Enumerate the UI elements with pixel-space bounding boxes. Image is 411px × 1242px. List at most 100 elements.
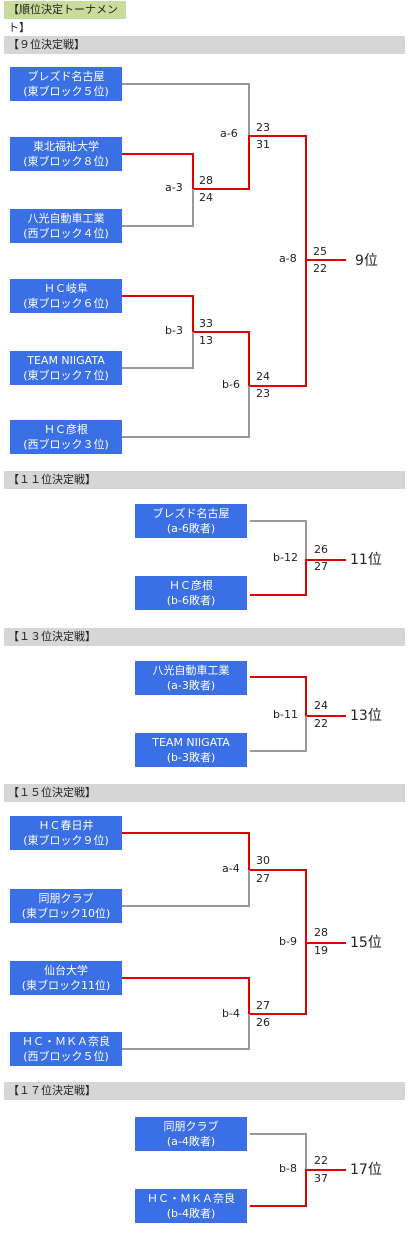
match-score: 22 [314, 1154, 328, 1167]
bracket-line [122, 189, 194, 227]
match-score: 27 [256, 872, 270, 885]
match-score: 28 [199, 174, 213, 187]
page-title: 【順位決定トーナメント】 [4, 1, 126, 34]
team-name: TEAM NIIGATA [152, 736, 230, 749]
section-title-9th: 【９位決定戦】 [4, 36, 405, 54]
match-id: a-8 [279, 252, 297, 265]
match-score: 24 [314, 699, 328, 712]
result-label: 11位 [350, 552, 382, 568]
match-score: 27 [314, 560, 328, 573]
result-label: 13位 [350, 708, 382, 724]
team-seed: (b-3敗者) [166, 751, 216, 764]
team-box: ＨＣ彦根 (b-6敗者) [135, 576, 247, 610]
team-box: 八光自動車工業 (a-3敗者) [135, 661, 247, 695]
team-box: TEAM NIIGATA (東ブロック７位) [10, 351, 122, 385]
match-score: 31 [256, 138, 270, 151]
section-title-11th: 【１１位決定戦】 [4, 471, 405, 489]
match-score: 23 [256, 387, 270, 400]
match-id: b-11 [273, 708, 298, 721]
team-name: ＨＣ岐阜 [44, 282, 88, 295]
team-seed: (東ブロック11位) [21, 979, 111, 992]
team-seed: (西ブロック４位) [23, 227, 109, 240]
match-id: b-6 [222, 378, 240, 391]
team-seed: (a-4敗者) [166, 1135, 216, 1148]
bracket-line [122, 870, 250, 907]
bracket-line [122, 1014, 250, 1050]
match-score: 37 [314, 1172, 328, 1185]
match-score: 27 [256, 999, 270, 1012]
team-box: TEAM NIIGATA (b-3敗者) [135, 733, 247, 767]
team-box: 同朋クラブ(東ブロック10位) [10, 889, 122, 923]
team-name: TEAM NIIGATA [27, 354, 105, 367]
team-seed: (b-4敗者) [166, 1207, 216, 1220]
team-seed: (a-6敗者) [166, 522, 216, 535]
team-seed: (東ブロック６位) [23, 297, 109, 310]
result-label: 9位 [355, 253, 378, 269]
bracket-line [250, 716, 307, 752]
match-id: a-6 [220, 127, 238, 140]
team-name: 八光自動車工業 [152, 664, 230, 677]
bracket-line [250, 1133, 307, 1170]
team-box: ブレズド名古屋 (a-6敗者) [135, 504, 247, 538]
bracket-line [122, 260, 307, 387]
team-seed: (a-3敗者) [166, 679, 216, 692]
team-seed: (東ブロック７位) [23, 369, 109, 382]
team-name: 東北福祉大学 [33, 140, 99, 153]
section-title-15th: 【１５位決定戦】 [4, 784, 405, 802]
match-score: 24 [199, 191, 213, 204]
match-score: 26 [256, 1016, 270, 1029]
bracket-line [250, 676, 346, 717]
bracket-line [250, 559, 346, 596]
team-box: ＨＣ岐阜 (東ブロック６位) [10, 279, 122, 313]
match-score: 22 [313, 262, 327, 275]
section-title-13th: 【１３位決定戦】 [4, 628, 405, 646]
team-name: 八光自動車工業 [27, 212, 105, 225]
result-label: 17位 [350, 1162, 382, 1178]
match-id: b-4 [222, 1007, 240, 1020]
team-seed: (西ブロック３位) [23, 438, 109, 451]
team-seed: (東ブロック５位) [23, 85, 109, 98]
team-name: 仙台大学 [44, 964, 88, 977]
match-id: a-3 [165, 181, 183, 194]
match-score: 26 [314, 543, 328, 556]
bracket-line [122, 386, 250, 438]
team-name: ＨＣ彦根 [44, 423, 88, 436]
match-score: 33 [199, 317, 213, 330]
match-score: 19 [314, 944, 328, 957]
bracket-line [122, 83, 250, 136]
team-seed: (東ブロック８位) [23, 155, 109, 168]
team-name: 同朋クラブ [38, 892, 94, 905]
team-name: ＨＣ彦根 [169, 579, 213, 592]
team-name: ＨＣ・ＭＫＡ奈良 [22, 1035, 110, 1048]
team-box: 八光自動車工業 (西ブロック４位) [10, 209, 122, 243]
match-score: 22 [314, 717, 328, 730]
bracket-line [122, 943, 307, 1015]
match-id: a-4 [222, 862, 240, 875]
bracket-line [122, 832, 346, 944]
team-box: ＨＣ・ＭＫＡ奈良 (西ブロック５位) [10, 1032, 122, 1066]
team-box: ＨＣ春日井(東ブロック９位) [10, 816, 122, 850]
team-seed: (b-6敗者) [166, 594, 216, 607]
team-box: ブレズド名古屋(東ブロック５位) [10, 67, 122, 101]
team-box: 東北福祉大学 (東ブロック８位) [10, 137, 122, 171]
match-id: b-8 [279, 1162, 297, 1175]
team-box: ＨＣ・ＭＫＡ奈良 (b-4敗者) [135, 1189, 247, 1223]
team-box: 仙台大学 (東ブロック11位) [10, 961, 122, 995]
team-seed: (西ブロック５位) [23, 1050, 109, 1063]
match-score: 25 [313, 245, 327, 258]
match-score: 28 [314, 926, 328, 939]
bracket-line [122, 332, 194, 369]
team-box: ＨＣ彦根 (西ブロック３位) [10, 420, 122, 454]
team-name: 同朋クラブ [163, 1120, 219, 1133]
match-score: 13 [199, 334, 213, 347]
team-name: ブレズド名古屋 [152, 507, 230, 520]
team-box: 同朋クラブ (a-4敗者) [135, 1117, 247, 1151]
bracket-line [122, 135, 307, 260]
team-seed: (東ブロック９位) [23, 834, 109, 847]
team-name: ＨＣ・ＭＫＡ奈良 [147, 1192, 235, 1205]
match-id: b-3 [165, 324, 183, 337]
match-score: 24 [256, 370, 270, 383]
bracket-line [250, 1169, 346, 1207]
section-title-17th: 【１７位決定戦】 [4, 1082, 405, 1100]
